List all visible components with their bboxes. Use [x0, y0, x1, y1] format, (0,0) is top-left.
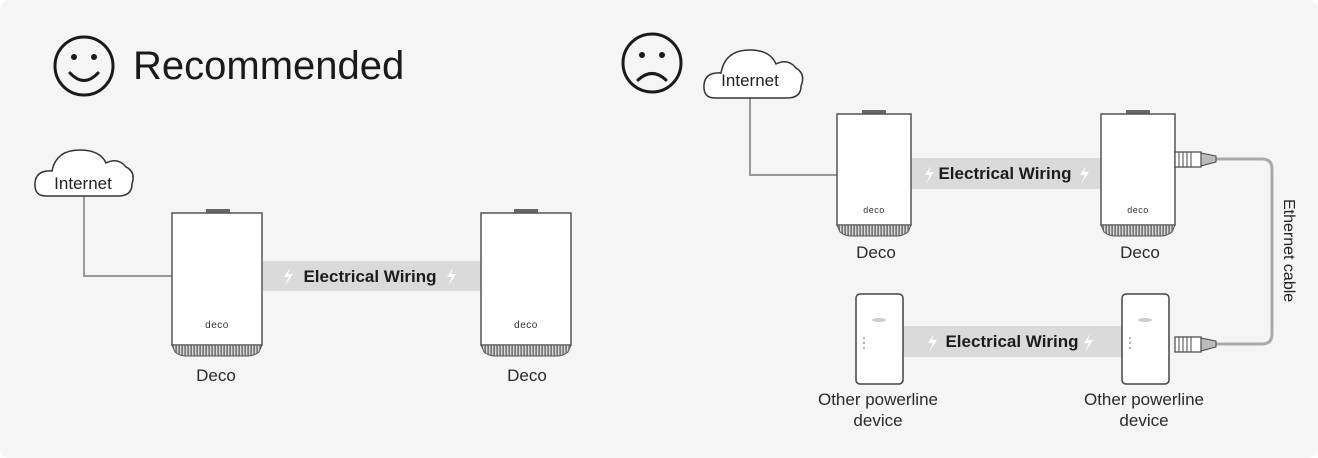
powerline-device — [855, 293, 904, 385]
ethernet-cable — [1216, 157, 1274, 346]
deco-brand-mark: deco — [863, 205, 885, 215]
lightning-icon — [925, 166, 934, 184]
electrical-wiring-label: Electrical Wiring — [945, 332, 1079, 351]
deco-brand-mark: deco — [205, 320, 229, 331]
lightning-icon — [447, 268, 456, 286]
electrical-wiring-label: Electrical Wiring — [938, 164, 1072, 183]
deco-label: Deco — [507, 366, 547, 385]
electrical-wiring-band-left — [260, 261, 482, 291]
deco-label: Deco — [856, 243, 896, 262]
internet-line-left — [83, 196, 176, 277]
frown-icon — [621, 32, 683, 94]
heading-recommended: Recommended — [133, 44, 405, 88]
lightning-icon — [1084, 334, 1093, 352]
lightning-icon — [284, 268, 293, 286]
lightning-icon — [1080, 166, 1089, 184]
deco-brand-mark: deco — [514, 320, 538, 331]
cloud-icon — [34, 149, 134, 197]
electrical-wiring-band-top — [910, 158, 1102, 189]
powerline-device — [1121, 293, 1170, 385]
deco-label: Deco — [196, 366, 236, 385]
deco-unit — [480, 209, 572, 357]
smile-icon — [53, 35, 115, 97]
electrical-wiring-label: Electrical Wiring — [303, 267, 437, 286]
internet-label: Internet — [721, 71, 779, 90]
deco-unit — [1100, 110, 1176, 237]
ethernet-plug-icon — [1174, 336, 1217, 353]
ethernet-cable-label: Ethernet cable — [1280, 199, 1297, 303]
internet-label: Internet — [54, 174, 112, 193]
powerline-device-label: Other powerline device — [1083, 390, 1204, 430]
deco-unit — [836, 110, 912, 237]
powerline-device-label: Other powerline device — [817, 390, 938, 430]
deco-label: Deco — [1120, 243, 1160, 262]
cloud-icon — [703, 49, 804, 99]
lightning-icon — [928, 334, 937, 352]
ethernet-plug-icon — [1174, 151, 1217, 168]
internet-line-right — [749, 98, 838, 176]
deco-unit — [171, 209, 263, 357]
deco-brand-mark: deco — [1127, 205, 1149, 215]
